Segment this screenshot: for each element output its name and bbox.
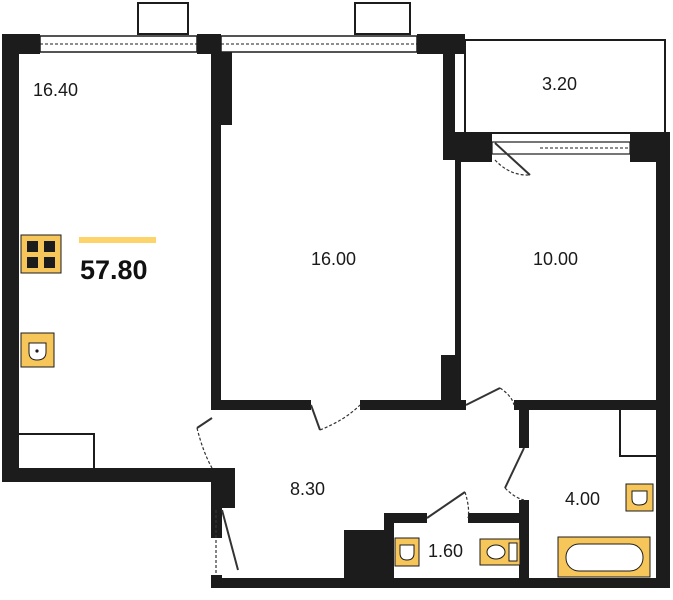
window-frames — [19, 2, 666, 468]
walls — [2, 34, 670, 588]
room-area-toilet: 1.60 — [428, 541, 464, 561]
total-area-underline — [79, 237, 156, 243]
toilet-icon — [479, 538, 521, 566]
bathtub-icon — [557, 536, 651, 578]
stove-icon — [20, 234, 62, 274]
total-area-label: 57.80 — [80, 255, 148, 285]
sink-icon — [394, 537, 420, 567]
room-area-balcony: 3.20 — [542, 74, 578, 94]
room-area-bedroom-2: 10.00 — [533, 249, 579, 269]
door-swing-icon — [196, 142, 531, 575]
sink-icon — [625, 483, 654, 512]
room-area-hallway: 8.30 — [290, 479, 326, 499]
room-area-kitchen-living: 16.40 — [33, 80, 79, 100]
room-area-bathroom: 4.00 — [565, 489, 601, 509]
window-icon — [39, 35, 631, 155]
room-area-bedroom-1: 16.00 — [311, 249, 357, 269]
sink-icon — [20, 332, 55, 368]
